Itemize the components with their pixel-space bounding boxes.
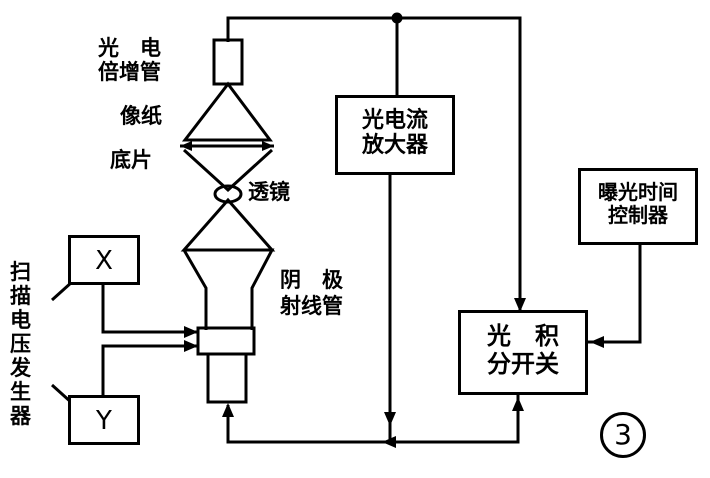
- photo-paper-cone: [181, 81, 273, 142]
- leader-line-x: [50, 280, 74, 302]
- timer-label-line1: 曝光时间: [598, 180, 678, 204]
- crt-neck: [206, 352, 248, 404]
- arrowhead-bus-in: [382, 436, 396, 448]
- timer-label-line2: 控制器: [608, 203, 668, 227]
- crt-label-line1: 阴 极: [280, 268, 343, 292]
- y-box-label: Y: [96, 406, 112, 436]
- photo-paper-label: 像纸: [120, 104, 162, 128]
- crt-funnel: [182, 248, 275, 330]
- light-cone-upper: [182, 148, 274, 193]
- light-cone-lower: [180, 197, 276, 252]
- top-bus-line: [226, 16, 522, 310]
- timer-link-line: [588, 245, 642, 344]
- bottom-bus-line: [226, 395, 520, 444]
- pmt-label-line2: 倍增管: [98, 60, 161, 84]
- crt-label-line2: 射线管: [280, 294, 343, 318]
- arrowhead-amp-down: [384, 412, 396, 426]
- figure-number: 3: [614, 418, 632, 451]
- crt-yoke: [196, 326, 256, 356]
- y-deflection-box: Y: [68, 395, 140, 445]
- switch-label-line2: 分开关: [487, 349, 559, 378]
- switch-label-line1: 光 积: [487, 322, 559, 350]
- x-box-label: X: [95, 246, 113, 276]
- arrowhead-switch-in: [514, 298, 526, 312]
- pmt-tube: [212, 38, 244, 86]
- amp-label-line2: 放大器: [361, 133, 428, 159]
- exposure-timer-box: 曝光时间 控制器: [578, 168, 698, 245]
- amp-label-line1: 光电流: [361, 108, 428, 133]
- arrowhead-x-in: [184, 326, 198, 338]
- arrowhead-y-in: [184, 340, 198, 352]
- negative-label: 底片: [110, 148, 152, 172]
- arrowhead-timer-in: [590, 336, 604, 348]
- film-arrow-right: [262, 141, 274, 151]
- light-integration-switch-box: 光 积 分开关: [458, 310, 588, 395]
- lens-label: 透镜: [248, 180, 290, 204]
- photocurrent-amplifier-box: 光电流 放大器: [335, 95, 455, 175]
- x-link-line: [101, 285, 198, 334]
- x-deflection-box: X: [68, 235, 140, 285]
- scan-voltage-label: 扫描电压发生器: [10, 260, 31, 428]
- film-arrow-left: [180, 141, 192, 151]
- figure-number-badge: 3: [600, 412, 646, 458]
- arrowhead-crt-up: [222, 403, 234, 417]
- arrowhead-switch-bus: [512, 397, 524, 411]
- y-link-line: [101, 344, 198, 395]
- pmt-label-line1: 光 电: [98, 36, 161, 60]
